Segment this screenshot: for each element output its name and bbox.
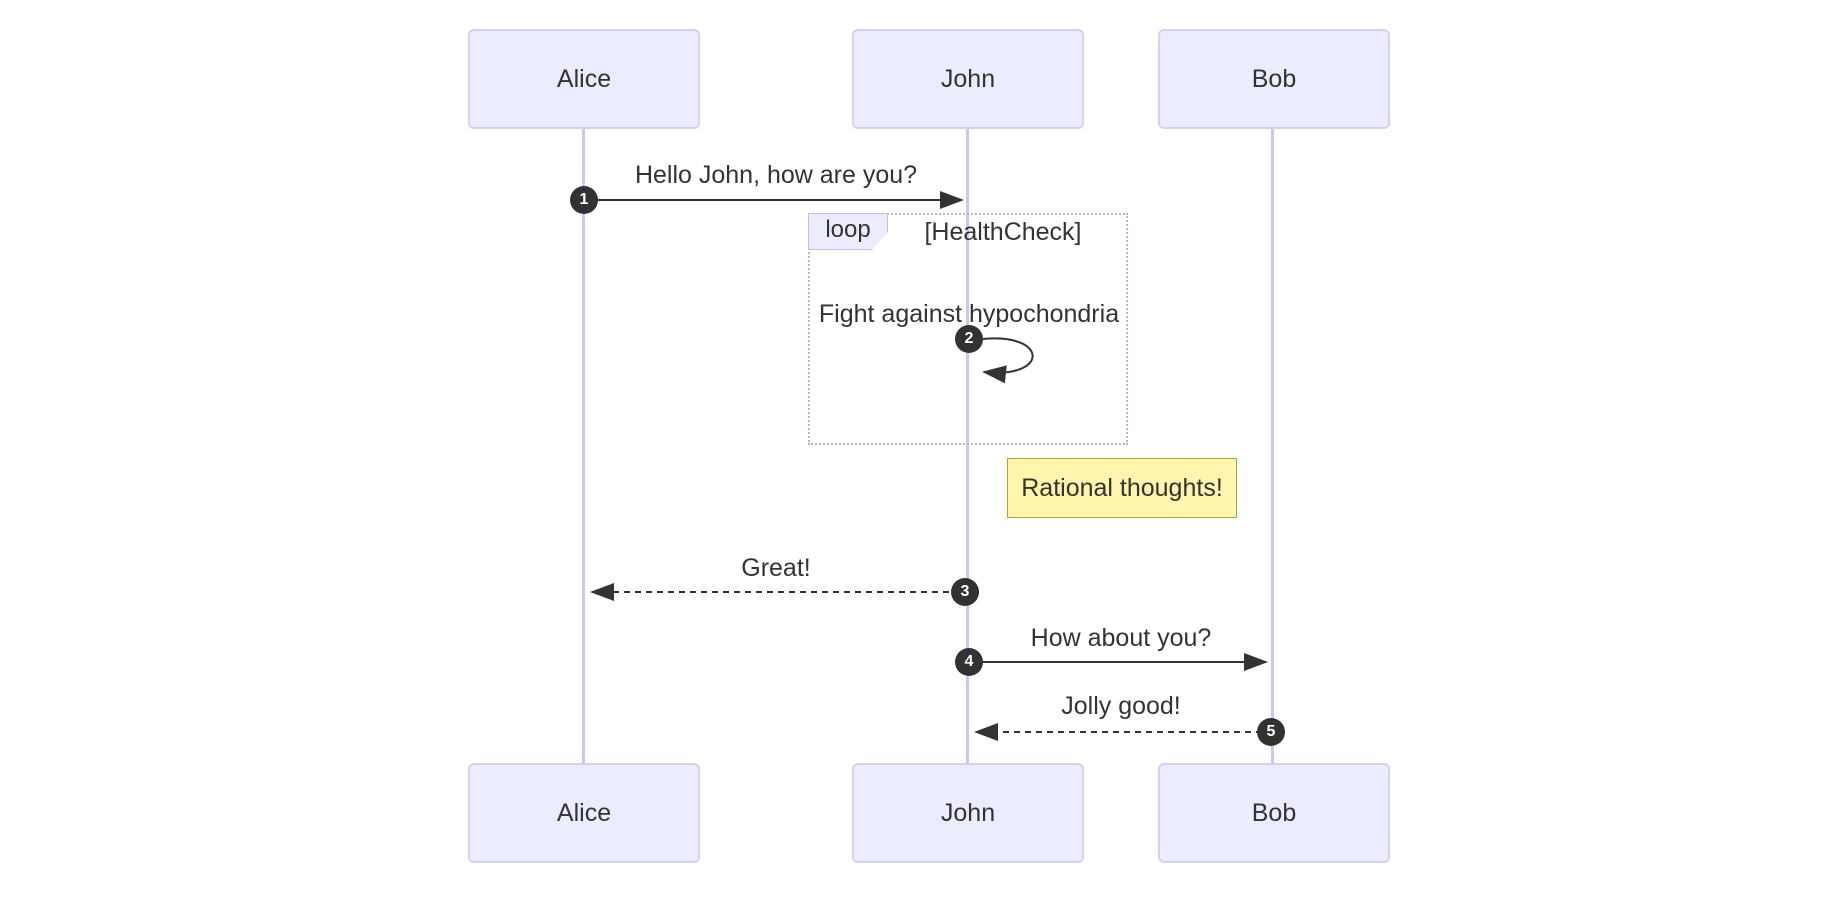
note-box: Rational thoughts! [1007,458,1237,518]
actor-box-bob-top: Bob [1158,29,1390,129]
loop-label: loop [808,213,888,250]
message-label-4: How about you? [1030,624,1212,652]
seq-badge-3: 3 [951,578,979,606]
seq-badge-4: 4 [955,648,983,676]
message-label-5: Jolly good! [1061,692,1181,720]
message-label-1: Hello John, how are you? [634,161,918,189]
actor-box-bob-bottom: Bob [1158,763,1390,863]
loop-condition-label: [HealthCheck] [924,218,1082,246]
message-arrow-2-self-loop [982,337,1034,384]
actor-box-alice-bottom: Alice [468,763,700,863]
actor-box-alice-top: Alice [468,29,700,129]
lifeline-bob [1271,129,1274,763]
actor-box-john-bottom: John [852,763,1084,863]
message-label-2: Fight against hypochondria [818,300,1120,328]
seq-badge-5: 5 [1257,718,1285,746]
message-label-3: Great! [741,554,811,582]
loop-frame [808,213,1128,445]
lifeline-alice [582,129,585,763]
lifeline-john [966,129,969,763]
seq-badge-1: 1 [570,186,598,214]
actor-box-john-top: John [852,29,1084,129]
seq-badge-2: 2 [955,325,983,353]
